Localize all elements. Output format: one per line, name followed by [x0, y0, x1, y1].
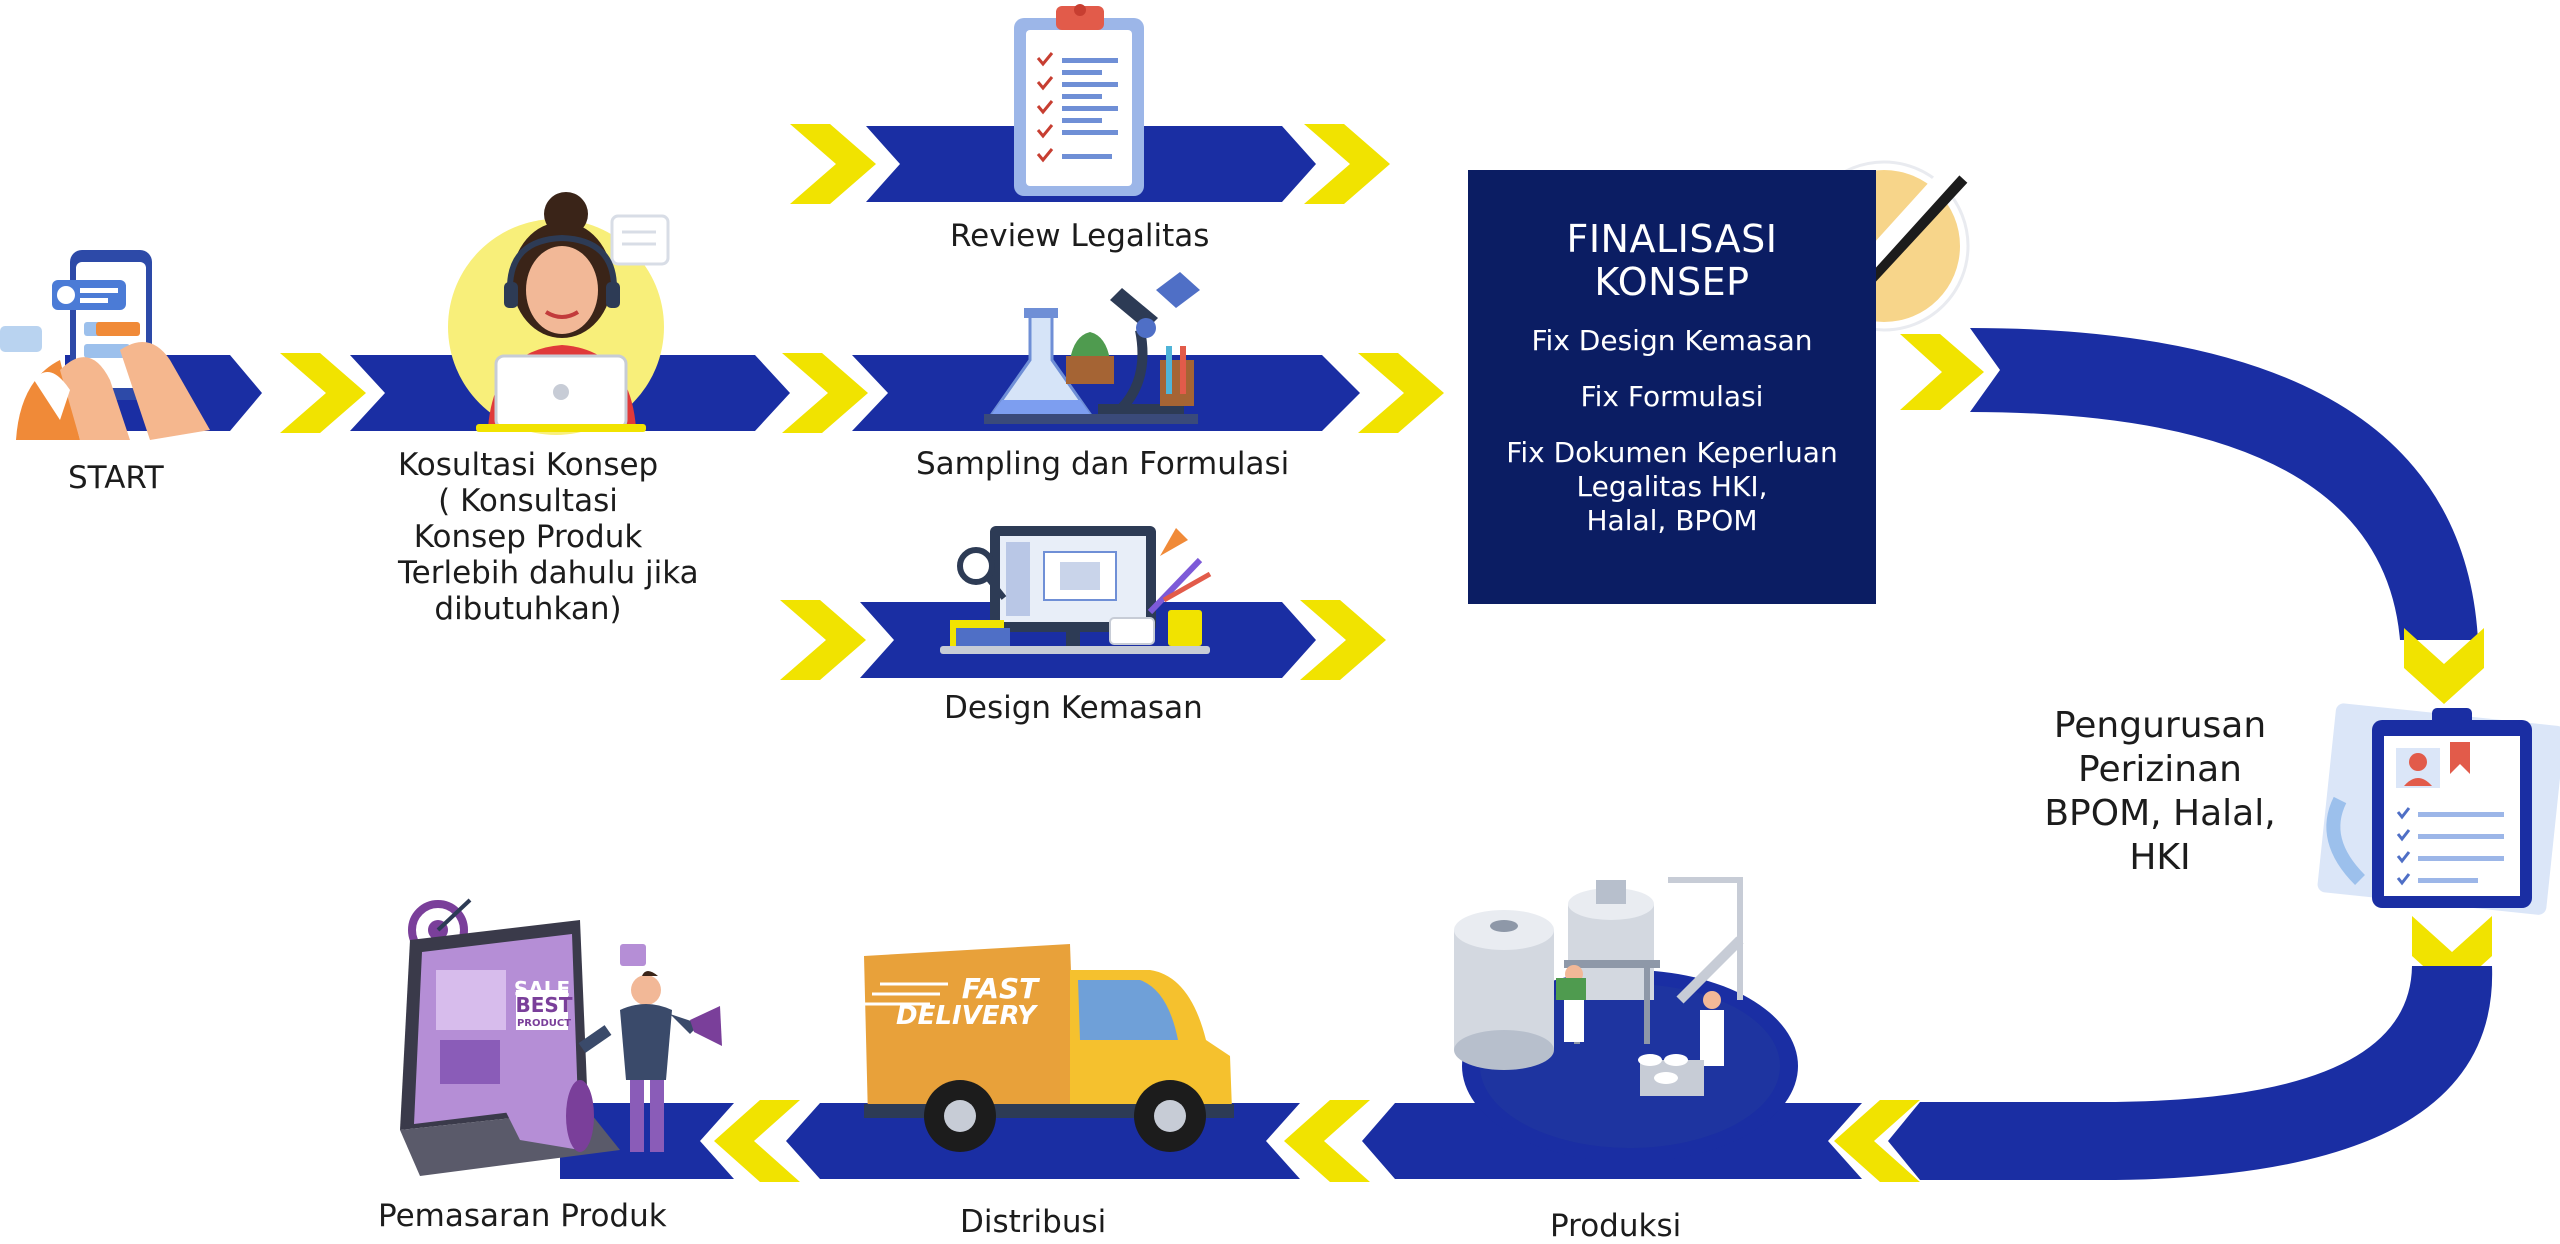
step-review-label: Review Legalitas [950, 218, 1210, 254]
flow-chevron [280, 353, 366, 433]
step-konsultasi-label: Kosultasi Konsep ( Konsultasi Konsep Pro… [398, 447, 699, 627]
document-clipboard-icon [2317, 703, 2560, 915]
step-start-label: START [68, 460, 164, 496]
flow-chevron [1304, 124, 1390, 204]
lab-equipment-icon [984, 272, 1200, 424]
finalisasi-item-formulasi: Fix Formulasi [1580, 380, 1764, 413]
konsultasi-line-2: ( Konsultasi [438, 483, 618, 519]
konsultasi-line-5: dibutuhkan) [434, 591, 622, 627]
delivery-truck-icon: FAST DELIVERY [864, 944, 1234, 1152]
marketing-icon: SALE BEST PRODUCT [400, 898, 722, 1176]
dokumen-line-1: Fix Dokumen Keperluan [1506, 436, 1838, 469]
dokumen-line-3: Halal, BPOM [1586, 504, 1758, 537]
step-design-label: Design Kemasan [944, 690, 1203, 726]
design-monitor-icon [940, 526, 1212, 654]
truck-delivery-text: DELIVERY [896, 1001, 1039, 1031]
finalisasi-item-dokumen: Fix Dokumen Keperluan Legalitas HKI, Hal… [1468, 436, 1876, 538]
finalisasi-item-design: Fix Design Kemasan [1531, 324, 1813, 357]
flow-chevron [1300, 600, 1386, 680]
flow-chevron [782, 353, 868, 433]
flow-chevron-left [1284, 1100, 1370, 1182]
factory-icon [1454, 877, 1798, 1162]
step-sampling-label: Sampling dan Formulasi [916, 446, 1290, 482]
flow-chevron-down [2404, 628, 2484, 704]
flow-chevron [790, 124, 876, 204]
best-text: BEST [516, 993, 573, 1017]
step-produksi-label: Produksi [1550, 1208, 1682, 1244]
finalisasi-title: FINALISASI KONSEP [1468, 218, 1876, 304]
flow-chevron [780, 600, 866, 680]
konsultasi-line-1: Kosultasi Konsep [398, 447, 659, 483]
flow-band-sampling [852, 355, 1360, 431]
step-pemasaran-label: Pemasaran Produk [378, 1198, 667, 1234]
sale-text: SALE [514, 977, 570, 1001]
perizinan-line-4: HKI [2129, 837, 2191, 878]
finalisasi-title-line-1: FINALISASI [1566, 217, 1778, 261]
flow-band-pemasaran [560, 1103, 734, 1179]
step-perizinan-label: Pengurusan Perizinan BPOM, Halal, HKI [2010, 704, 2310, 880]
flow-chevron [1358, 353, 1444, 433]
flow-chevron-left [714, 1100, 800, 1182]
perizinan-line-3: BPOM, Halal, [2044, 793, 2276, 834]
clipboard-checklist-icon [1014, 4, 1144, 196]
finalisasi-title-line-2: KONSEP [1594, 260, 1750, 304]
flow-chevron-left [1834, 1100, 1920, 1182]
flow-band-curve-bottom [1888, 966, 2493, 1180]
perizinan-line-2: Perizinan [2078, 749, 2242, 790]
konsultasi-line-3: Konsep Produk [413, 519, 643, 555]
flow-band-curve-top [1970, 328, 2478, 640]
customer-service-icon [448, 192, 670, 435]
finalisasi-box: FINALISASI KONSEP Fix Design Kemasan Fix… [1468, 170, 1876, 604]
smartphone-icon [0, 250, 210, 440]
truck-fast-text: FAST [962, 972, 1040, 1005]
flow-chevron [1900, 334, 1984, 410]
dokumen-line-2: Legalitas HKI, [1576, 470, 1768, 503]
product-text: PRODUCT [517, 1018, 571, 1029]
perizinan-line-1: Pengurusan [2053, 705, 2267, 746]
konsultasi-line-4: Terlebih dahulu jika [398, 555, 699, 591]
step-distribusi-label: Distribusi [960, 1204, 1107, 1240]
